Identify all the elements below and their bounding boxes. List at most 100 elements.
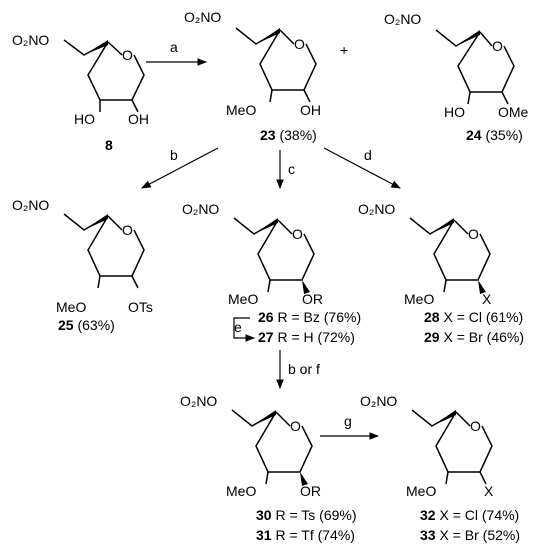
or-label: OR xyxy=(300,483,321,499)
compound-label-23: 23 (38%) xyxy=(260,127,317,143)
reagent-a: a xyxy=(170,39,178,55)
stereo-wedge-or xyxy=(300,472,308,486)
furanose-ring xyxy=(457,31,515,93)
compound-number-31: 31 xyxy=(256,527,272,543)
ho-label: HO xyxy=(444,104,465,120)
meo-label: MeO xyxy=(56,299,86,315)
compound-number-28: 28 xyxy=(424,309,440,325)
arrow-d-to-28 xyxy=(323,147,401,189)
substituent-bonds xyxy=(267,279,271,293)
substituent-bonds xyxy=(467,91,509,105)
plus-sign: + xyxy=(340,42,348,58)
furanose-ring xyxy=(87,41,145,101)
compound-28-structure: O₂NO O MeO X xyxy=(358,201,492,307)
reagent-b: b xyxy=(170,147,178,163)
substituent-bonds xyxy=(97,275,139,289)
stereo-wedge xyxy=(256,28,280,44)
yield-25: (63%) xyxy=(74,317,115,333)
compound-number-24: 24 xyxy=(466,127,482,143)
ring-oxygen: O xyxy=(122,222,133,238)
compound-label-24: 24 (35%) xyxy=(466,127,523,143)
compound-label-25: 25 (63%) xyxy=(58,317,115,333)
stereo-wedge-x xyxy=(478,280,486,294)
compound-number-30: 30 xyxy=(256,507,272,523)
ring-oxygen: O xyxy=(492,38,503,54)
furanose-ring xyxy=(87,215,145,277)
ho-label: HO xyxy=(74,111,95,127)
stereo-wedge xyxy=(430,218,454,234)
nitrate-label: O₂NO xyxy=(180,393,217,409)
arrow-b-to-25 xyxy=(141,147,219,189)
compound-32-structure: O₂NO O MeO X xyxy=(360,393,494,499)
furanose-ring xyxy=(255,411,313,473)
or-label: OR xyxy=(302,291,323,307)
furanose-ring xyxy=(257,219,315,281)
nitrate-label: O₂NO xyxy=(360,393,397,409)
oh-label: OH xyxy=(300,102,321,118)
ring-oxygen: O xyxy=(468,226,479,242)
furanose-ring xyxy=(435,411,493,473)
substituent-bonds xyxy=(269,89,311,103)
compound-number-27: 27 xyxy=(258,329,274,345)
stereo-wedge xyxy=(84,214,108,230)
compound-23-structure: O₂NO O MeO OH xyxy=(184,9,321,118)
compound-number-26: 26 xyxy=(258,309,274,325)
compound-number-32: 32 xyxy=(420,507,436,523)
nitrate-label: O₂NO xyxy=(12,197,49,213)
reagent-e: e xyxy=(234,319,242,335)
compound-label-30: 30 R = Ts (69%) xyxy=(256,507,357,523)
nitrate-label: O₂NO xyxy=(12,32,49,48)
yield-31: R = Tf (74%) xyxy=(272,527,355,543)
oh-label: OH xyxy=(128,111,149,127)
ots-label: OTs xyxy=(128,299,153,315)
substituent-bonds xyxy=(265,471,269,485)
stereo-wedge xyxy=(252,410,276,426)
meo-label: MeO xyxy=(228,291,258,307)
ring-oxygen: O xyxy=(122,47,133,63)
compound-number-25: 25 xyxy=(58,317,74,333)
compound-30-structure: O₂NO O MeO OR xyxy=(180,393,321,499)
compound-label-31: 31 R = Tf (74%) xyxy=(256,527,355,543)
ome-label: OMe xyxy=(498,104,529,120)
compound-label-29: 29 X = Br (46%) xyxy=(424,329,524,345)
furanose-ring xyxy=(433,219,491,281)
compound-label-32: 32 X = Cl (74%) xyxy=(420,507,519,523)
x-label: X xyxy=(482,291,492,307)
compound-25-structure: O₂NO O MeO OTs xyxy=(12,197,153,315)
stereo-wedge-or xyxy=(302,280,310,294)
stereo-wedge xyxy=(84,40,108,55)
yield-30: R = Ts (69%) xyxy=(272,507,357,523)
yield-29: X = Br (46%) xyxy=(440,329,524,345)
reagent-d: d xyxy=(364,147,372,163)
yield-23: (38%) xyxy=(276,127,317,143)
ring-oxygen: O xyxy=(292,226,303,242)
furanose-ring xyxy=(259,29,317,91)
reagent-b-or-f: b or f xyxy=(288,361,320,377)
meo-label: MeO xyxy=(226,483,256,499)
reagent-g: g xyxy=(344,413,352,429)
stereo-wedge xyxy=(254,218,278,234)
compound-26-structure: O₂NO O MeO OR xyxy=(182,201,323,307)
yield-33: X = Br (52%) xyxy=(436,527,520,543)
compound-number-23: 23 xyxy=(260,127,276,143)
yield-32: X = Cl (74%) xyxy=(436,507,520,523)
compound-label-28: 28 X = Cl (61%) xyxy=(424,309,523,325)
meo-label: MeO xyxy=(226,102,256,118)
substituent-bonds xyxy=(443,279,447,293)
compound-label-33: 33 X = Br (52%) xyxy=(420,527,520,543)
compound-number-33: 33 xyxy=(420,527,436,543)
ring-oxygen: O xyxy=(290,418,301,434)
ring-oxygen: O xyxy=(470,418,481,434)
compound-8-structure: O₂NO O HO OH 8 xyxy=(12,32,149,153)
x-label: X xyxy=(484,483,494,499)
arrow-e xyxy=(233,317,255,342)
compound-24-structure: O₂NO O HO OMe xyxy=(384,11,529,120)
nitrate-label: O₂NO xyxy=(182,201,219,217)
hydroxyl-bonds xyxy=(99,99,139,113)
nitrate-label: O₂NO xyxy=(184,9,221,25)
yield-26: R = Bz (76%) xyxy=(274,309,362,325)
compound-number-8: 8 xyxy=(105,137,113,153)
stereo-wedge xyxy=(432,410,456,426)
meo-label: MeO xyxy=(406,483,436,499)
